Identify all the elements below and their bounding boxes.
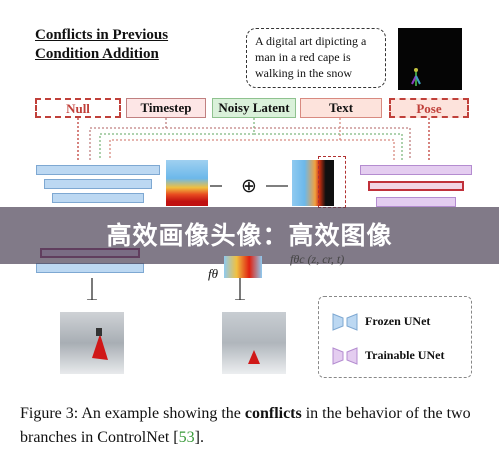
frozen-unet-icon: [332, 313, 358, 331]
output-image-conflict: [60, 312, 124, 374]
banner-text: 高效画像头像：高效图像: [106, 221, 393, 250]
input-text: Text: [300, 98, 382, 118]
legend: Frozen UNet Trainable UNet: [318, 296, 472, 378]
citation-link[interactable]: 53: [178, 429, 195, 446]
f-theta-c-label: fθc (z, cr, t): [290, 252, 345, 266]
caption-suffix: ].: [194, 429, 204, 446]
figure-title-line2: Condition Addition: [35, 46, 159, 62]
legend-frozen-label: Frozen UNet: [365, 314, 431, 328]
plus-operator-icon: ⊕: [241, 175, 257, 197]
output-image-trainable: [222, 312, 286, 374]
frozen-unet-block: [52, 193, 144, 203]
trainable-unet-block: [376, 197, 456, 207]
caption-middle: in the behavior of the two branches in C…: [20, 405, 471, 446]
connector-lines: [77, 118, 430, 300]
trainable-unet-block: [360, 165, 472, 175]
output-heatmap: [224, 256, 262, 278]
legend-trainable-label: Trainable UNet: [365, 348, 445, 362]
figure-title-line1: Conflicts in Previous: [35, 27, 169, 43]
red-cape-figure-icon: [248, 350, 260, 364]
feature-heatmap-right: [292, 160, 334, 206]
f-theta-label: fθ: [208, 266, 218, 281]
caption-prefix: Figure 3: An example showing the: [20, 405, 245, 422]
red-cape-figure-icon: [92, 328, 108, 360]
banner-overlay: [0, 207, 499, 264]
text-prompt-box: A digital art dipicting a man in a red c…: [246, 28, 386, 88]
input-null: Null: [35, 98, 121, 118]
feature-heatmap-left: [166, 160, 208, 206]
frozen-unet-block: [36, 165, 160, 175]
frozen-unet-block: [44, 179, 152, 189]
pose-image: [398, 28, 462, 90]
pose-skeleton-icon: [411, 68, 421, 86]
figure-title: Conflicts in Previous Condition Addition: [35, 26, 168, 64]
conflict-highlight: [318, 156, 346, 208]
trainable-unet-icon: [332, 347, 358, 365]
frozen-unet-block: [36, 263, 144, 273]
caption-bold: conflicts: [244, 405, 302, 422]
input-noisy-latent: Noisy Latent: [212, 98, 296, 118]
figure-caption: Figure 3: An example showing the conflic…: [20, 402, 490, 450]
highlighted-trainable-block: [368, 181, 464, 191]
input-pose: Pose: [389, 98, 469, 118]
input-timestep: Timestep: [126, 98, 206, 118]
